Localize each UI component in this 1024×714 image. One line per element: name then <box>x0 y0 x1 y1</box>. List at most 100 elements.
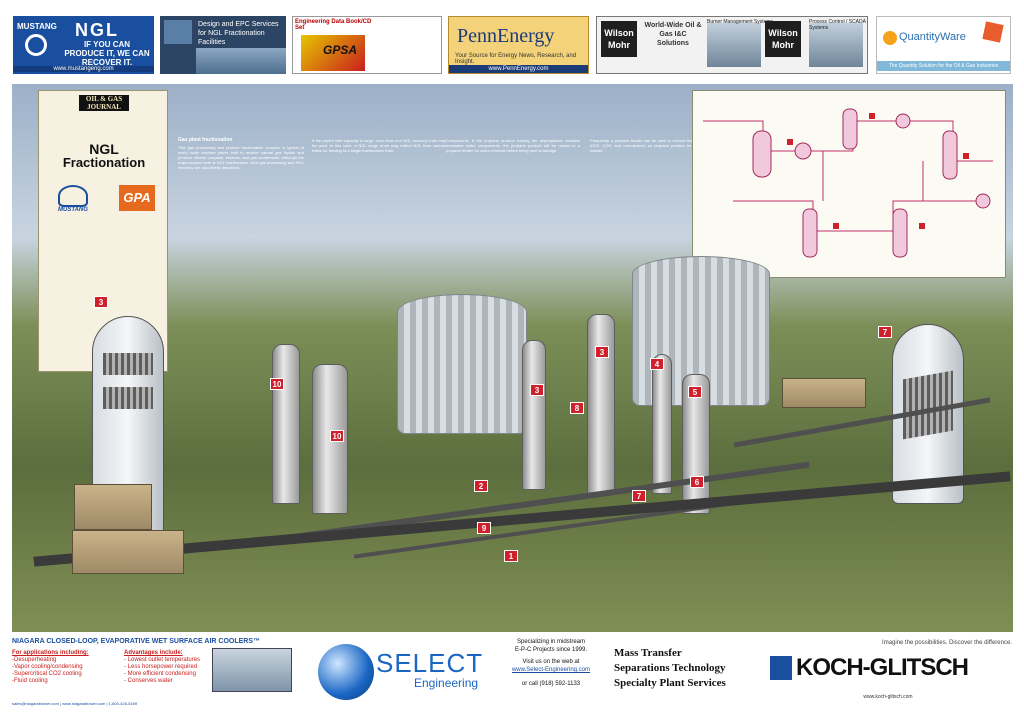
ogj-masthead: OIL & GAS JOURNAL <box>79 95 129 111</box>
ad-quantityware[interactable]: QuantityWare The Quantity Solution for t… <box>876 16 1011 74</box>
application-item: -Vapor cooling/condensing <box>12 664 83 670</box>
ad-pennenergy[interactable]: PennEnergy Your Source for Energy News, … <box>448 16 589 74</box>
mass-line: Mass Transfer <box>614 647 682 659</box>
mustang-wordmark: MUSTANG <box>58 207 88 213</box>
callout-10: 10 <box>270 378 284 390</box>
ad-tagline: The Quantity Solution for the Oil & Gas … <box>877 61 1010 71</box>
mustang-logo-icon <box>25 34 47 56</box>
vessel-internals <box>103 353 153 375</box>
niagara-contact[interactable]: sales@niagarablower.com | www.niagarablo… <box>12 701 138 706</box>
callout-8: 8 <box>570 402 584 414</box>
ad-select-engineering[interactable]: SELECT Engineering <box>318 638 488 706</box>
ad-title: NGL <box>75 20 119 40</box>
applications-title: For applications including: <box>12 650 89 656</box>
article-text: If the plant's inlet capacity is large, … <box>312 138 446 153</box>
book-icon <box>982 21 1004 43</box>
callout-10: 10 <box>330 430 344 442</box>
ad-mass-transfer: Mass Transfer Separations Technology Spe… <box>614 646 758 714</box>
mass-line: Specialty Plant Services <box>614 677 726 689</box>
building <box>74 484 152 530</box>
vessel-internals <box>103 387 153 409</box>
select-line: Visit us on the web at <box>522 659 580 665</box>
application-item: -Supercritical CO2 cooling <box>12 671 82 677</box>
select-sub: Engineering <box>414 676 479 690</box>
ad-brand: QuantityWare <box>899 31 966 43</box>
quantityware-logo-icon <box>883 31 897 45</box>
plant-photo <box>196 48 286 74</box>
poster-illustration: OIL & GAS JOURNAL NGL Fractionation MUST… <box>12 84 1013 632</box>
ad-url[interactable]: www.PennEnergy.com <box>449 65 588 73</box>
article-text: Components. If the propane product leavi… <box>446 138 580 153</box>
select-line: E-P-C Projects since 1999. <box>514 647 588 653</box>
wilson-mohr-logo-2: Wilson Mohr <box>765 21 801 57</box>
callout-4: 4 <box>650 358 664 370</box>
niagara-title: NIAGARA CLOSED-LOOP, EVAPORATIVE WET SUR… <box>12 638 260 645</box>
poster-subtitle: Fractionation <box>62 155 146 170</box>
storage-tank <box>397 294 527 434</box>
ad-gpsa-databook[interactable]: Engineering Data Book/CD Set GPSA <box>292 16 442 74</box>
process-column <box>652 354 672 494</box>
process-column <box>587 314 615 494</box>
callout-1: 1 <box>504 550 518 562</box>
mustang-horse-icon <box>58 185 88 207</box>
process-column <box>272 344 300 504</box>
product-photo <box>707 23 761 67</box>
ad-header: Engineering Data Book/CD Set <box>295 19 372 31</box>
callout-3: 3 <box>595 346 609 358</box>
advantages-title: Advantages include: <box>124 650 183 656</box>
gpa-logo: GPA <box>119 185 155 211</box>
ad-tagline: World-Wide Oil & Gas I&C Solutions <box>644 22 702 47</box>
ad-epc-services[interactable]: Design and EPC Services for NGL Fraction… <box>160 16 286 74</box>
advantage-item: - Less horsepower required <box>124 664 198 670</box>
koch-url[interactable]: www.koch-glitsch.com <box>863 694 913 700</box>
select-globe-icon <box>318 644 374 700</box>
callout-7: 7 <box>632 490 646 502</box>
callout-7: 7 <box>878 326 892 338</box>
application-item: -Desuperheating <box>12 657 57 663</box>
koch-tagline: Imagine the possibilities. Discover the … <box>882 640 1012 646</box>
cd-cover-image <box>301 35 365 71</box>
koch-brand: KOCH-GLITSCH <box>796 654 969 681</box>
caption: Process Control / SCADA Systems <box>809 19 866 31</box>
company-logo-icon <box>164 20 192 44</box>
process-column <box>522 340 546 490</box>
ad-brand: PennEnergy <box>457 25 555 47</box>
ad-wilson-mohr[interactable]: Wilson Mohr World-Wide Oil & Gas I&C Sol… <box>596 16 868 74</box>
advantage-item: - Conserves water <box>124 678 173 684</box>
ad-url[interactable]: www.mustangeng.com <box>13 66 154 72</box>
poster-title: NGL <box>89 141 119 157</box>
article-column-4: Frequently, a propane treater can be use… <box>590 138 726 262</box>
select-info: Specializing in midstream E-P-C Projects… <box>496 638 606 706</box>
article-text: This gas processing and product fraction… <box>178 145 304 170</box>
ad-mustang-ngl[interactable]: MUSTANG NGL IF YOU CAN PRODUCE IT, WE CA… <box>13 16 154 74</box>
article-column-1: Gas plant fractionation This gas process… <box>178 138 304 262</box>
ad-tagline: Your Source for Energy News, Research, a… <box>455 53 577 65</box>
schematic-diagram <box>703 108 993 258</box>
process-flow-schematic <box>692 90 1006 278</box>
product-photo <box>809 23 863 67</box>
caption: Burner Management Systems <box>707 19 774 25</box>
callout-2: 2 <box>474 480 488 492</box>
mass-line: Separations Technology <box>614 662 726 674</box>
ad-brand: MUSTANG <box>17 22 57 31</box>
applications-list: For applications including: -Desuperheat… <box>12 650 89 685</box>
article-heading: Gas plant fractionation <box>178 137 233 143</box>
article-column-3: Components. If the propane product leavi… <box>446 138 580 262</box>
article-column-2: If the plant's inlet capacity is large, … <box>312 138 446 262</box>
ad-niagara[interactable]: NIAGARA CLOSED-LOOP, EVAPORATIVE WET SUR… <box>12 638 295 706</box>
building <box>782 378 866 408</box>
callout-9: 9 <box>477 522 491 534</box>
select-phone: or call (918) 592-1133 <box>521 681 581 687</box>
ad-brand: GPSA <box>323 43 358 57</box>
wilson-mohr-logo: Wilson Mohr <box>601 21 637 57</box>
advantage-item: - Lowest outlet temperatures <box>124 657 201 663</box>
select-url[interactable]: www.Select-Engineering.com <box>511 667 591 673</box>
callout-3: 3 <box>530 384 544 396</box>
article-text: Frequently, a propane treater can be use… <box>590 138 726 153</box>
air-cooler-image <box>212 648 292 692</box>
advantage-item: - More efficient condensing <box>124 671 196 677</box>
select-brand: SELECT <box>376 648 484 678</box>
callout-3: 3 <box>94 296 108 308</box>
ad-koch-glitsch[interactable]: Imagine the possibilities. Discover the … <box>764 638 1012 706</box>
select-line: Specializing in midstream <box>516 639 586 645</box>
